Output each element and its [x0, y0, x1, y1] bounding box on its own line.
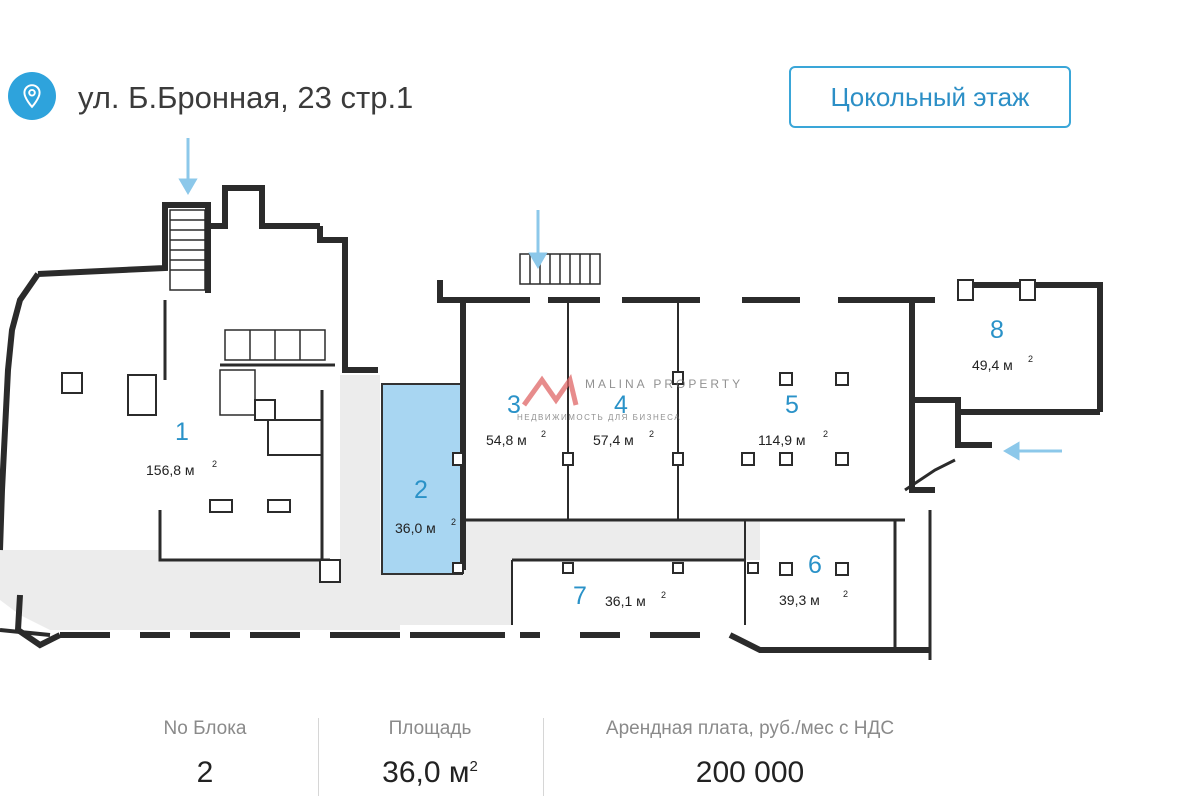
location-pin-icon [8, 72, 56, 120]
entrance-arrow-icon [528, 252, 548, 269]
corridor-area [0, 375, 745, 630]
block-1-number: 1 [175, 418, 189, 446]
header: ул. Б.Бронная, 23 стр.1 Цокольный этаж [0, 0, 1200, 150]
block-4-area-sup: 2 [649, 429, 654, 439]
entrance-arrows [178, 138, 1062, 461]
block-1-area: 156,8 м [146, 462, 195, 478]
area-value-sup: 2 [469, 758, 478, 775]
block-2-area-sup: 2 [451, 517, 456, 527]
entrance-arrow-icon [178, 178, 198, 195]
malina-property-watermark: MALINA PROPERTY НЕДВИЖИМОСТЬ ДЛЯ БИЗНЕСА [517, 374, 743, 422]
block-6-number: 6 [808, 551, 822, 579]
area-column: Площадь 36,0 м2 [340, 718, 520, 790]
block-number-label: No Блока [163, 718, 247, 739]
area-value-wrap: 36,0 м2 [340, 756, 520, 790]
block-number-value: 2 [196, 756, 214, 789]
block-1-area-sup: 2 [212, 459, 217, 469]
floor-selector-button[interactable]: Цокольный этаж [789, 66, 1071, 128]
block-8-area: 49,4 м [972, 357, 1013, 373]
rent-label: Арендная плата, руб./мес с НДС [605, 718, 895, 739]
block-2-number: 2 [414, 476, 428, 504]
block-number-column: No Блока 2 [130, 718, 280, 790]
block-3-area: 54,8 м [486, 432, 527, 448]
stairs-restrooms [169, 209, 601, 416]
block-3-number: 3 [507, 391, 521, 419]
block-3-area-sup: 2 [541, 429, 546, 439]
walls [0, 185, 1103, 660]
block-7-number: 7 [573, 582, 587, 610]
corridor-area [745, 520, 760, 560]
watermark-brand: MALINA PROPERTY [585, 377, 743, 391]
block-7-area: 36,1 м [605, 593, 646, 609]
block-labels: 1 156,8 м 2 2 36,0 м 2 3 54,8 м 2 4 57,4… [146, 316, 1033, 610]
divider [543, 718, 544, 796]
block-5-area-sup: 2 [823, 429, 828, 439]
rent-value: 200 000 [695, 756, 805, 789]
block-8-number: 8 [990, 316, 1004, 344]
block-2-area: 36,0 м [395, 520, 436, 536]
address-text: ул. Б.Бронная, 23 стр.1 [78, 80, 414, 115]
watermark-tagline: НЕДВИЖИМОСТЬ ДЛЯ БИЗНЕСА [517, 413, 681, 422]
floor-plan-drawing: MALINA PROPERTY НЕДВИЖИМОСТЬ ДЛЯ БИЗНЕСА… [0, 138, 1103, 660]
divider [318, 718, 319, 796]
area-value: 36,0 м [382, 756, 470, 789]
block-2-fill[interactable] [381, 383, 463, 575]
block-5-number: 5 [785, 391, 799, 419]
block-6-area: 39,3 м [779, 592, 820, 608]
block-4-number: 4 [614, 391, 628, 419]
floor-plan: MALINA PROPERTY НЕДВИЖИМОСТЬ ДЛЯ БИЗНЕСА… [0, 130, 1200, 690]
block-8-area-sup: 2 [1028, 354, 1033, 364]
block-4-area: 57,4 м [593, 432, 634, 448]
block-6-area-sup: 2 [843, 589, 848, 599]
columns [61, 279, 1036, 583]
block-info-panel: No Блока 2 Площадь 36,0 м2 Арендная плат… [0, 700, 1200, 800]
area-label: Площадь [388, 718, 472, 739]
block-7-area-sup: 2 [661, 590, 666, 600]
entrance-arrow-icon [1003, 441, 1020, 461]
rent-column: Арендная плата, руб./мес с НДС 200 000 [580, 718, 920, 790]
block-5-area: 114,9 м [758, 432, 806, 448]
